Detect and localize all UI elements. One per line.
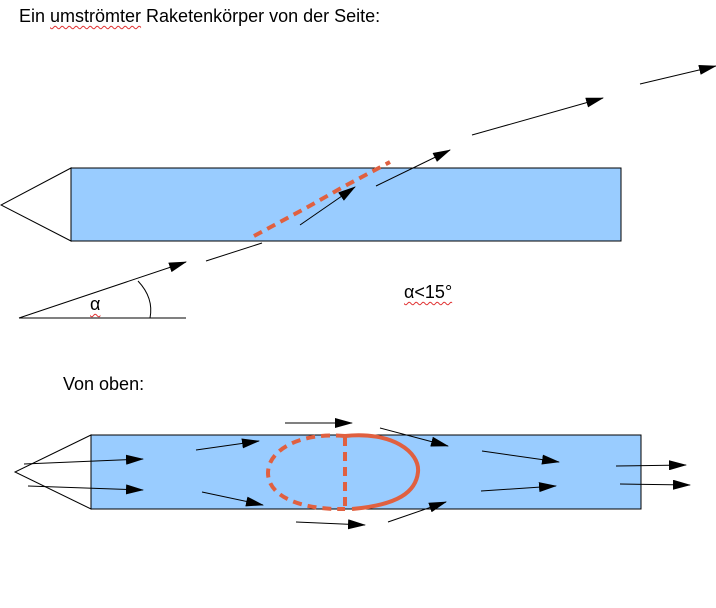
angle-arc	[137, 280, 152, 319]
flow-arrow	[295, 519, 366, 530]
flow-arrow	[375, 149, 451, 187]
flow-arrow	[387, 501, 447, 523]
angle-symbol-label: α	[90, 294, 101, 314]
flow-arrow	[379, 427, 449, 447]
flow-arrow	[299, 186, 356, 226]
top-view-nose-cone	[13, 434, 92, 510]
top-view-flow-arrows	[23, 418, 691, 530]
angle-indicator	[19, 280, 186, 319]
flow-arrow	[201, 491, 264, 507]
side-view-title: Ein umströmter Raketenkörper von der Sei…	[19, 6, 380, 26]
flow-arrow	[639, 65, 716, 85]
separation-region	[265, 433, 421, 512]
flow-arrow	[471, 97, 604, 136]
title-prefix: Ein	[19, 6, 51, 26]
flow-arrow	[205, 242, 263, 262]
flow-arrow	[619, 479, 691, 490]
flow-arrow	[481, 450, 560, 465]
angle-condition-text: α<15°	[404, 282, 453, 302]
flow-arrow	[615, 460, 687, 471]
side-view-rocket	[0, 167, 622, 242]
title-flagged-word: umströmter	[50, 6, 142, 26]
flow-arrow	[18, 261, 187, 319]
angle-condition-label: α<15°	[404, 282, 452, 302]
top-view-title: Von oben:	[63, 374, 145, 394]
flow-arrow	[23, 454, 144, 465]
side-view-flow-arrows	[18, 65, 716, 319]
title-suffix: Raketenkörper von der Seite:	[141, 6, 381, 26]
separation-line-dashed	[253, 160, 391, 238]
side-view-rocket-body	[70, 167, 622, 242]
separation-region-solid-half	[344, 433, 421, 511]
flow-arrow	[195, 438, 260, 451]
flow-arrow	[27, 484, 144, 495]
flow-arrow	[480, 482, 557, 493]
separation-region-dashed-half	[265, 433, 346, 512]
top-view-rocket-body	[90, 434, 642, 510]
side-view-nose-cone	[0, 167, 72, 242]
top-view-rocket	[13, 434, 642, 510]
